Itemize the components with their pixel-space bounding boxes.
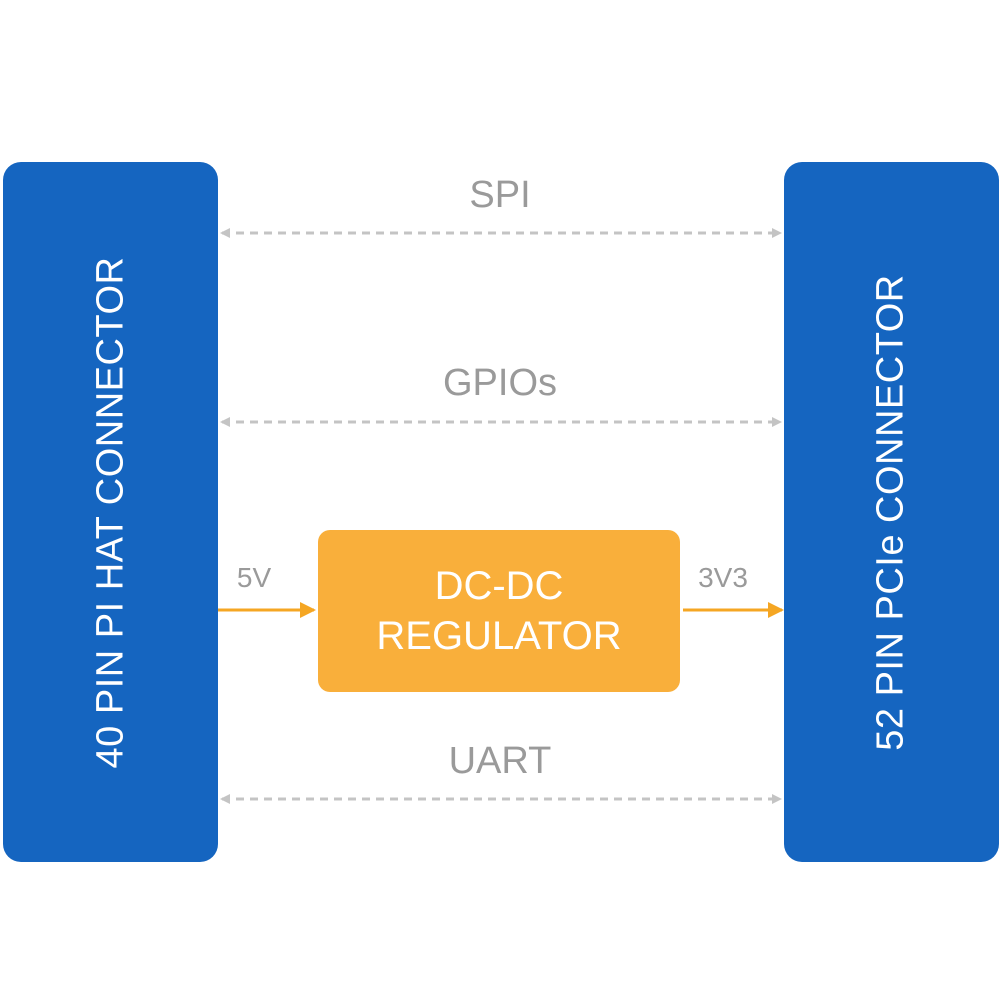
uart-label: UART <box>448 740 552 782</box>
right-connector-block: 52 PIN PCIe CONNECTOR <box>784 162 999 862</box>
regulator-label-line2: REGULATOR <box>376 614 622 658</box>
gpios-label: GPIOs <box>442 362 558 404</box>
left-connector-block: 40 PIN PI HAT CONNECTOR <box>3 162 218 862</box>
power-out-label: 3V3 <box>698 562 748 593</box>
regulator-label-line1: DC-DC <box>434 564 564 608</box>
power-in-label: 5V <box>236 562 272 593</box>
dc-dc-regulator-block: DC-DC REGULATOR <box>318 530 680 692</box>
spi-label: SPI <box>469 174 531 216</box>
